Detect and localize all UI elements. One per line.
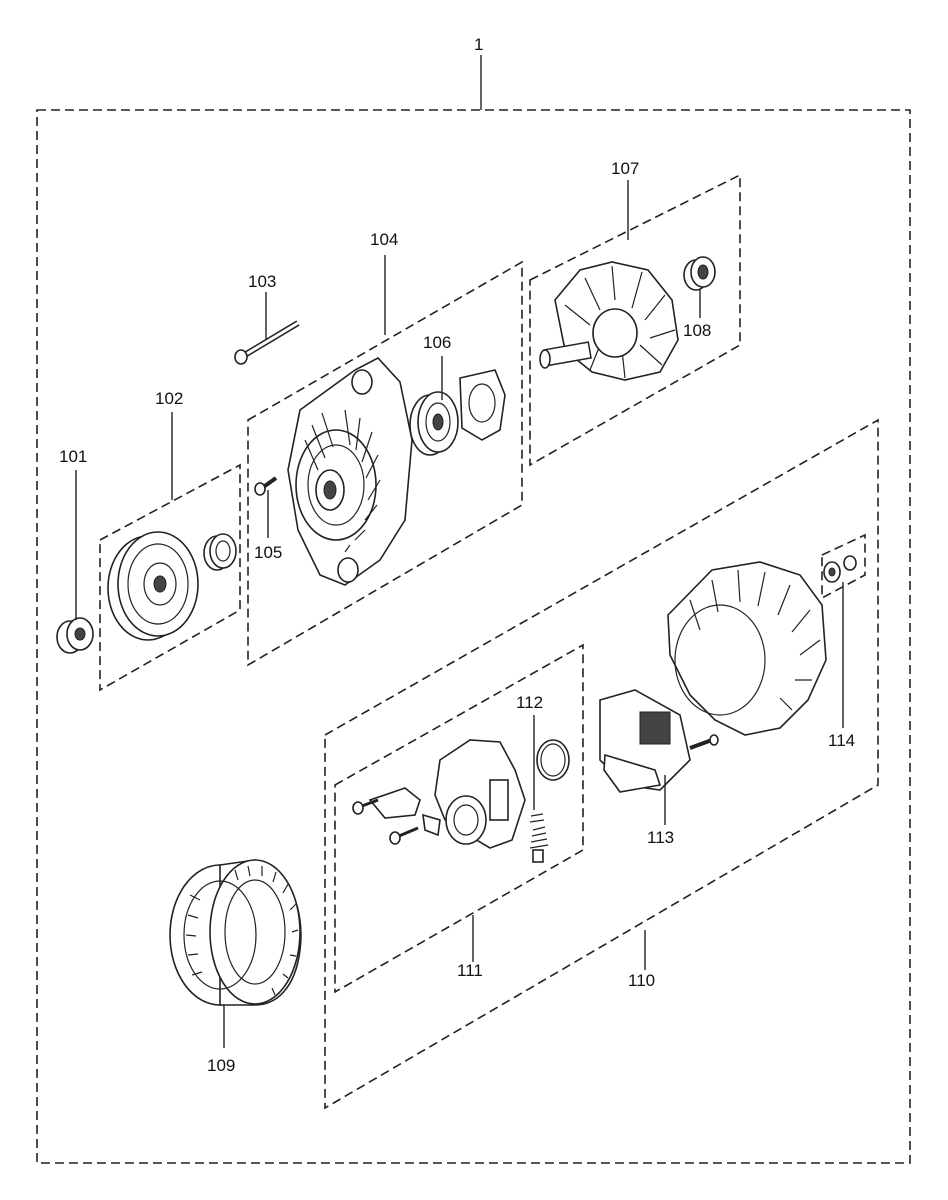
nut-101 (56, 617, 94, 654)
label-113: 113 (647, 828, 674, 847)
label-109: 109 (207, 1056, 235, 1075)
label-114: 114 (828, 731, 855, 750)
assembly-boundary (36, 109, 911, 1164)
group-110-boundary (324, 418, 879, 1110)
label-105: 105 (254, 543, 282, 562)
label-101: 101 (59, 447, 87, 466)
stator-109 (169, 859, 302, 1006)
nut-114 (823, 555, 857, 583)
bearing-108 (683, 256, 716, 291)
group-102-boundary (99, 463, 241, 692)
front-housing-104 (287, 357, 413, 586)
pulley-102 (107, 531, 237, 641)
bearing-106 (409, 369, 506, 456)
group-107-boundary (529, 173, 741, 467)
label-1: 1 (474, 35, 483, 54)
rotor-107 (539, 261, 679, 381)
group-114-boundary (821, 533, 866, 600)
rear-housing (667, 561, 827, 736)
label-106: 106 (423, 333, 451, 352)
brush-holder-111 (352, 739, 526, 849)
label-102: 102 (155, 389, 183, 408)
label-112: 112 (516, 693, 543, 712)
group-104-boundary (247, 260, 523, 667)
screw-105 (254, 476, 278, 496)
bolt-103 (234, 320, 300, 365)
label-108: 108 (683, 321, 711, 340)
label-104: 104 (370, 230, 398, 249)
label-111: 111 (457, 961, 483, 980)
brush-spring-112 (529, 739, 570, 863)
label-110: 110 (628, 971, 655, 990)
label-103: 103 (248, 272, 276, 291)
group-111-boundary (334, 643, 584, 994)
rectifier-113 (599, 689, 719, 793)
label-107: 107 (611, 159, 639, 178)
